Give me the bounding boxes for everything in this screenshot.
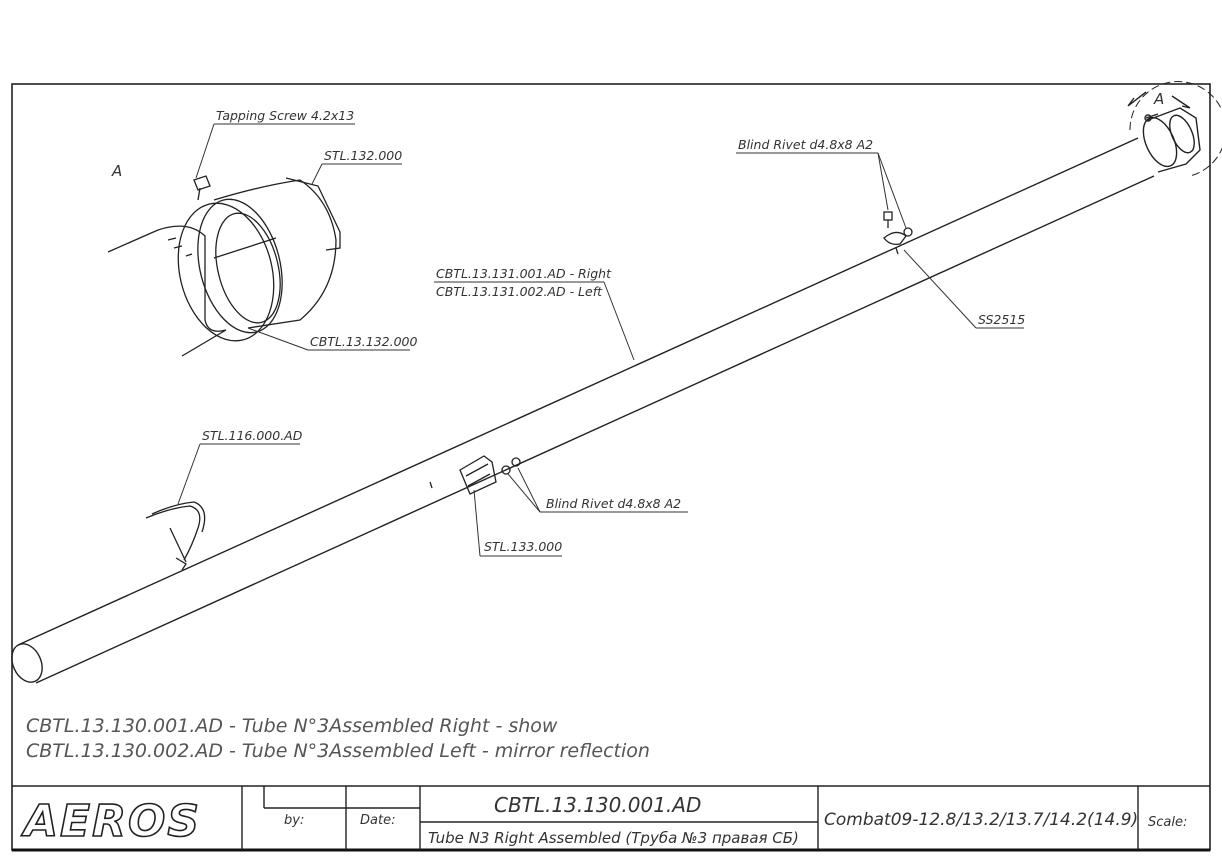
models-list: Combat09-12.8/13.2/13.7/14.2(14.9) [824,810,1138,830]
detail-view-a [107,175,341,357]
rivet-group-top [883,211,913,255]
view-a-arrows [1127,91,1191,109]
label-cbtl-13-132: CBTL.13.132.000 [310,334,417,349]
leader-lines [177,123,1024,557]
aeros-logo: AEROS [21,796,201,847]
view-marker-end: A [1153,90,1164,108]
drawing-number: CBTL.13.130.001.AD [494,793,701,817]
bracket-stl116 [145,501,206,571]
drawing-title: Tube N3 Right Assembled (Труба №3 правая… [428,829,799,847]
view-a-circle [1129,81,1222,177]
by-label: by: [284,813,304,828]
view-marker-detail: A [111,162,122,180]
label-stl-116: STL.116.000.AD [202,428,303,443]
scale-label: Scale: [1148,815,1187,830]
note-line-1: CBTL.13.130.001.AD - Tube N°3Assembled R… [26,715,558,737]
title-block [12,785,1210,850]
clamp-stl133 [429,455,521,495]
label-ss2515: SS2515 [978,312,1025,327]
main-tube [11,81,1222,684]
label-cbtl-131-left: CBTL.13.131.002.AD - Left [436,284,603,299]
label-cbtl-131-right: CBTL.13.131.001.AD - Right [436,266,612,281]
label-blind-rivet-top: Blind Rivet d4.8x8 A2 [738,137,873,152]
tube-end-left [11,643,43,683]
date-label: Date: [360,813,395,828]
tube-end-sleeve-right [1142,107,1201,173]
label-stl-133: STL.133.000 [484,539,562,554]
label-tapping-screw: Tapping Screw 4.2x13 [216,108,354,123]
note-line-2: CBTL.13.130.002.AD - Tube N°3Assembled L… [26,740,650,762]
label-blind-rivet-mid: Blind Rivet d4.8x8 A2 [546,496,681,511]
label-stl-132: STL.132.000 [324,148,402,163]
